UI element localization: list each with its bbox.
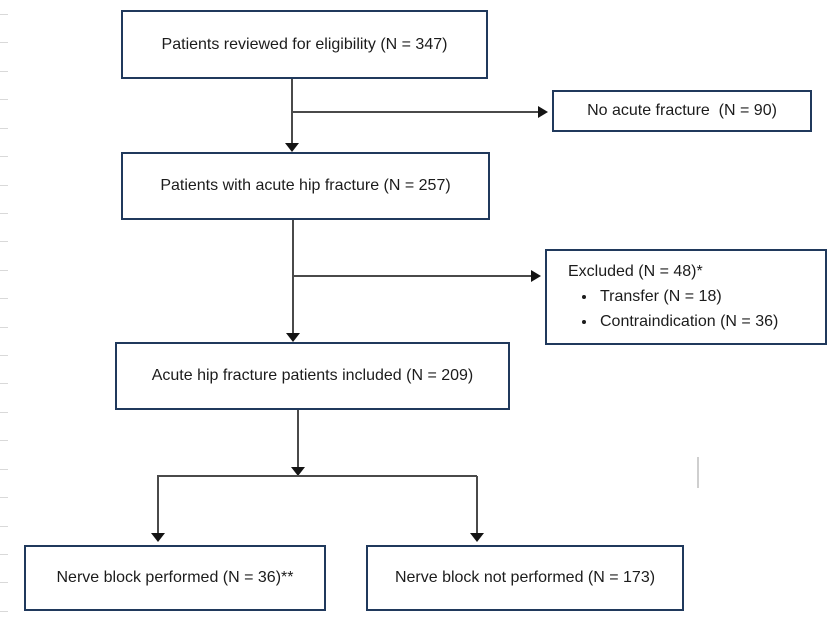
gridline-tick (0, 355, 8, 356)
box-excluded-title: Excluded (N = 48)* (568, 263, 703, 280)
gridline-tick (0, 128, 8, 129)
excluded-item-transfer: Transfer (N = 18) (597, 284, 778, 309)
box-eligibility-label: Patients reviewed for eligibility (N = 3… (161, 35, 448, 53)
excluded-list: Transfer (N = 18) Contraindication (N = … (568, 284, 778, 334)
box-nerve-block-performed: Nerve block performed (N = 36)** (24, 545, 326, 611)
box-no-acute-fracture-label: No acute fracture (N = 90) (587, 102, 777, 119)
box-no-acute-fracture: No acute fracture (N = 90) (552, 90, 812, 132)
box-excluded: Excluded (N = 48)* Transfer (N = 18) Con… (545, 249, 827, 345)
connector-acute-fracture-down (292, 220, 294, 334)
gridline-tick (0, 298, 8, 299)
arrowhead-at-split (291, 467, 305, 476)
box-acute-hip-fracture-label: Patients with acute hip fracture (N = 25… (160, 177, 451, 194)
box-included-label: Acute hip fracture patients included (N … (151, 367, 474, 384)
box-nerve-block-not-performed: Nerve block not performed (N = 173) (366, 545, 684, 611)
connector-to-no-acute-fracture (292, 111, 538, 113)
excluded-item-contraindication: Contraindication (N = 36) (597, 309, 778, 334)
connector-to-excluded (293, 275, 531, 277)
gridline-tick (0, 270, 8, 271)
arrowhead-into-nerve-block-performed (151, 533, 165, 542)
box-included: Acute hip fracture patients included (N … (115, 342, 510, 410)
connector-included-down (297, 410, 299, 467)
arrowhead-into-included (286, 333, 300, 342)
gridline-tick (0, 497, 8, 498)
gridline-tick (0, 327, 8, 328)
connector-split-horizontal (157, 475, 477, 477)
gridline-tick (0, 42, 8, 43)
connector-eligibility-down (291, 79, 293, 144)
gridline-tick (0, 383, 8, 384)
box-eligibility: Patients reviewed for eligibility (N = 3… (121, 10, 488, 79)
gridline-tick (0, 412, 8, 413)
arrowhead-into-acute-hip-fracture (285, 143, 299, 152)
gridline-tick (0, 611, 8, 612)
arrowhead-into-excluded (531, 270, 541, 282)
gridline-artifact-vertical (697, 457, 699, 488)
gridline-tick (0, 185, 8, 186)
gridline-tick (0, 554, 8, 555)
gridline-tick (0, 213, 8, 214)
gridline-tick (0, 582, 8, 583)
box-nerve-block-not-performed-label: Nerve block not performed (N = 173) (394, 569, 656, 586)
gridline-tick (0, 14, 8, 15)
gridline-tick (0, 440, 8, 441)
box-acute-hip-fracture: Patients with acute hip fracture (N = 25… (121, 152, 490, 220)
box-nerve-block-performed-label: Nerve block performed (N = 36)** (56, 569, 294, 586)
connector-left-branch-down (157, 476, 159, 533)
gridline-tick (0, 156, 8, 157)
arrowhead-into-no-acute-fracture (538, 106, 548, 118)
gridline-tick (0, 526, 8, 527)
gridline-tick (0, 241, 8, 242)
gridline-tick (0, 71, 8, 72)
connector-right-branch-down (476, 476, 478, 533)
arrowhead-into-nerve-block-not-performed (470, 533, 484, 542)
gridline-tick (0, 99, 8, 100)
gridline-tick (0, 469, 8, 470)
